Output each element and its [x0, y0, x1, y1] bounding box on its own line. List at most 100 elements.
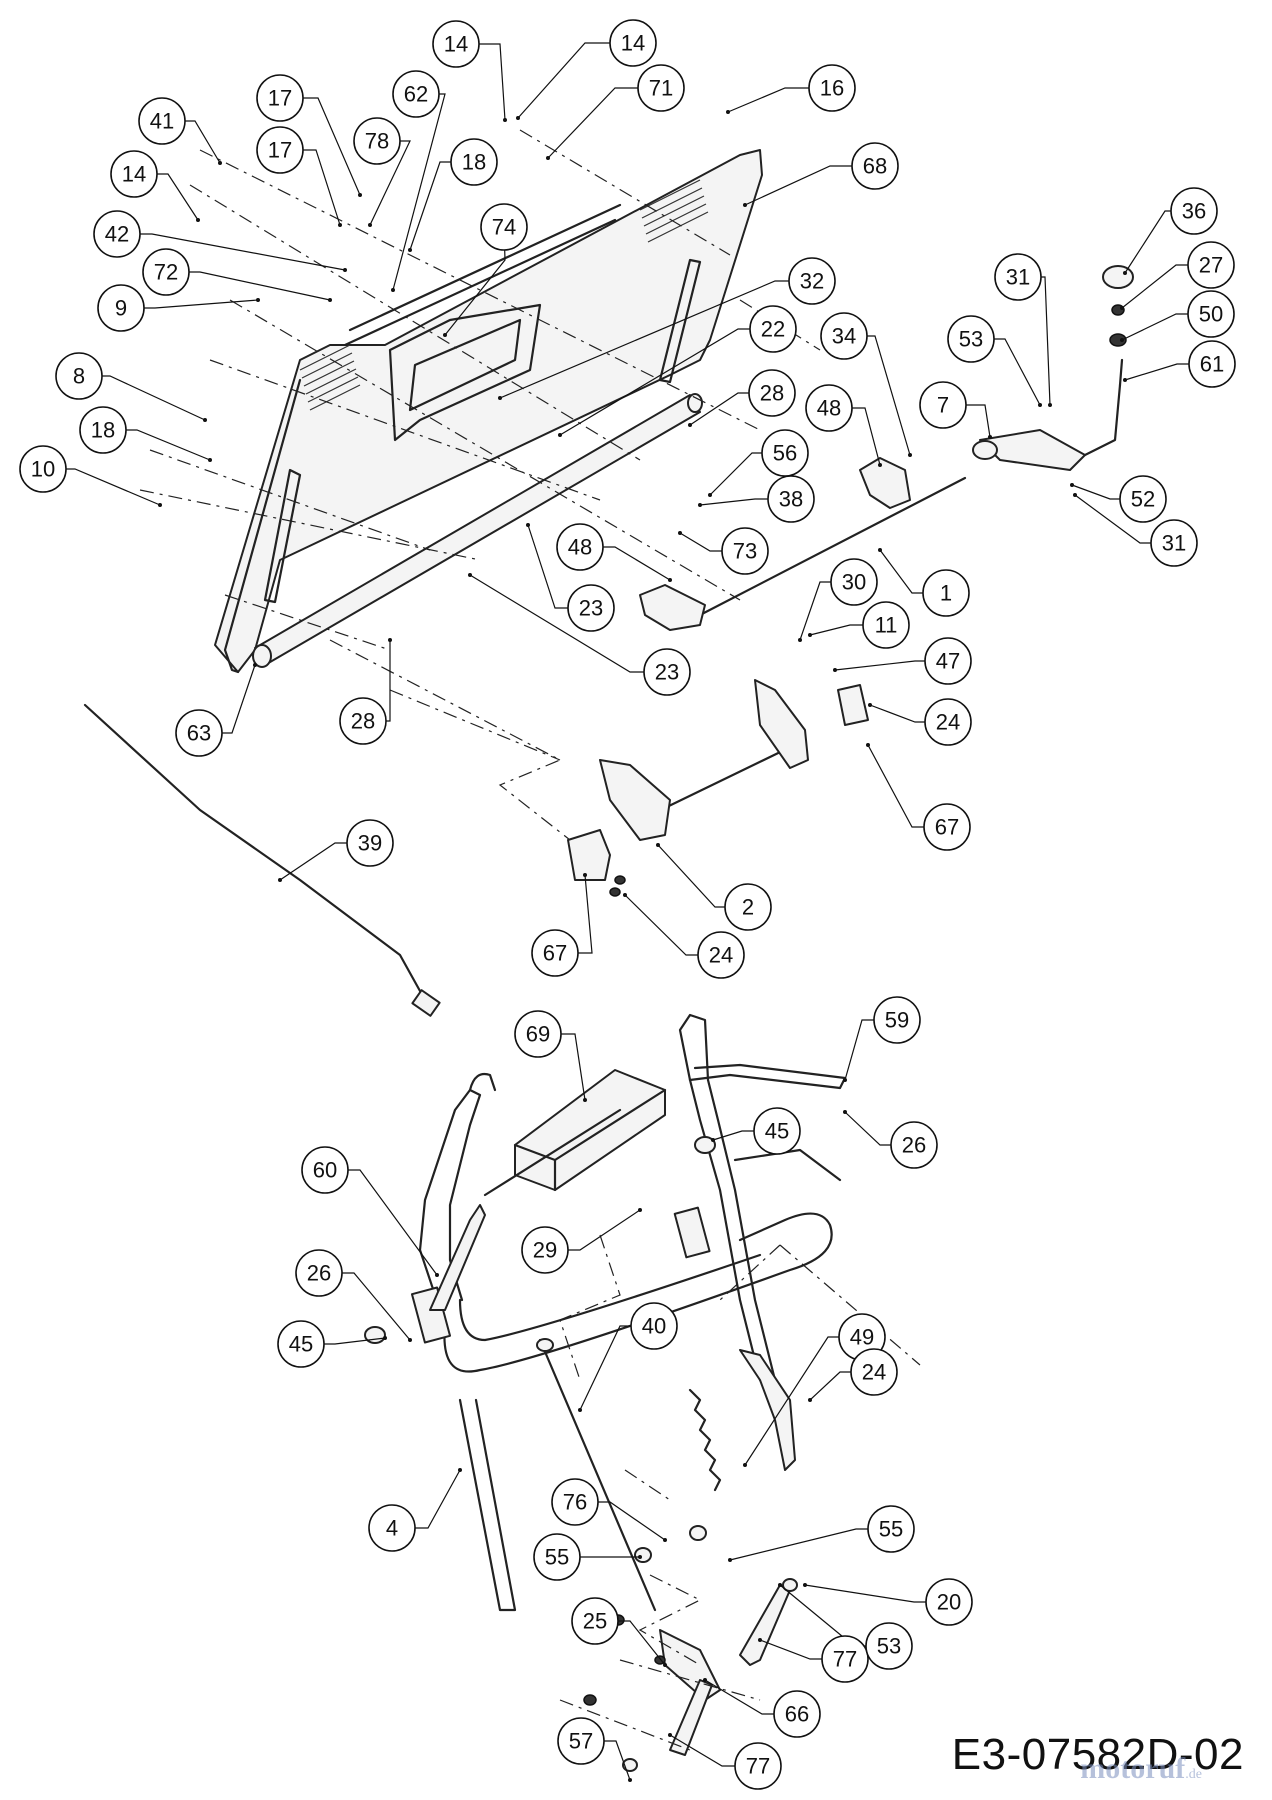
callout-bubble: [749, 305, 797, 353]
callout-bubble: [851, 142, 899, 190]
callout-bubble: [346, 819, 394, 867]
cable: [83, 703, 441, 1017]
callout-34: 34: [820, 312, 868, 360]
callout-73: 73: [721, 527, 769, 575]
callout-leader-tip: [843, 1110, 847, 1114]
callout-bubble: [97, 284, 145, 332]
callout-number: 63: [187, 721, 211, 746]
callout-76: 76: [551, 1478, 599, 1526]
callout-14: 14: [609, 19, 657, 67]
callout-leader-tip: [443, 333, 447, 337]
callout-23: 23: [643, 648, 691, 696]
callout-leader-tip: [516, 116, 520, 120]
callout-leader-tip: [203, 418, 207, 422]
callout-number: 17: [268, 138, 292, 163]
callout-48: 48: [805, 384, 853, 432]
callout-bubble: [1187, 290, 1235, 338]
callout-bubble: [925, 1578, 973, 1626]
callout-number: 36: [1182, 199, 1206, 224]
callout-45: 45: [753, 1107, 801, 1155]
callout-leader-tip: [498, 396, 502, 400]
callout-leader-tip: [778, 1583, 782, 1587]
callout-bubble: [850, 1348, 898, 1396]
callout-31: 31: [1150, 519, 1198, 567]
callout-leader-tip: [678, 531, 682, 535]
callout-number: 16: [820, 76, 844, 101]
callout-bubble: [557, 1717, 605, 1765]
callout-14: 14: [110, 150, 158, 198]
callout-number: 28: [351, 709, 375, 734]
callout-bubble: [867, 1505, 915, 1553]
callout-number: 56: [773, 441, 797, 466]
callout-leader-tip: [803, 1583, 807, 1587]
callout-leader-tip: [878, 463, 882, 467]
callout-28: 28: [748, 369, 796, 417]
callout-leader-tip: [668, 1733, 672, 1737]
callout-number: 24: [936, 710, 960, 735]
rod-and-spring: [536, 1338, 722, 1612]
callout-number: 77: [746, 1754, 770, 1779]
callout-26: 26: [890, 1121, 938, 1169]
callout-bubble: [571, 1597, 619, 1645]
callout-number: 40: [642, 1314, 666, 1339]
callout-25: 25: [571, 1597, 619, 1645]
callout-number: 45: [289, 1332, 313, 1357]
callout-number: 25: [583, 1609, 607, 1634]
callout-45: 45: [277, 1320, 325, 1368]
link-plates: [364, 1136, 798, 1772]
callout-14: 14: [432, 20, 480, 68]
callout-74: 74: [480, 203, 528, 251]
callout-number: 18: [91, 418, 115, 443]
callout-63: 63: [175, 709, 223, 757]
callout-leader-tip: [868, 703, 872, 707]
callout-number: 57: [569, 1729, 593, 1754]
callout-bubble: [1170, 187, 1218, 235]
callout-bubble: [432, 20, 480, 68]
callout-42: 42: [93, 210, 141, 258]
callout-bubble: [19, 445, 67, 493]
callout-4: 4: [368, 1504, 416, 1552]
callout-47: 47: [924, 637, 972, 685]
callout-leader-55: [729, 1528, 891, 1561]
callout-52: 52: [1119, 475, 1167, 523]
callout-59: 59: [873, 996, 921, 1044]
callout-number: 67: [543, 941, 567, 966]
callout-leader-tip: [628, 1778, 632, 1782]
callout-leader-tip: [726, 110, 730, 114]
callout-1: 1: [922, 569, 970, 617]
callout-leader-tip: [558, 433, 562, 437]
callout-18: 18: [79, 406, 127, 454]
frame-plate: [214, 149, 763, 674]
callout-leader-tip: [546, 156, 550, 160]
assembly-lines-lower: [559, 1234, 921, 1751]
callout-bubble: [353, 117, 401, 165]
callout-number: 67: [935, 815, 959, 840]
callout-bubble: [79, 406, 127, 454]
callout-number: 14: [621, 31, 645, 56]
callout-55: 55: [533, 1533, 581, 1581]
lower-shaft-assembly: [567, 679, 869, 897]
callout-bubble: [919, 381, 967, 429]
callout-number: 26: [307, 1261, 331, 1286]
callout-68: 68: [851, 142, 899, 190]
callout-26: 26: [295, 1249, 343, 1297]
callout-bubble: [924, 637, 972, 685]
callout-number: 74: [492, 215, 516, 240]
callout-number: 11: [875, 613, 898, 638]
callout-24: 24: [924, 698, 972, 746]
callout-bubble: [556, 523, 604, 571]
callout-bubble: [947, 315, 995, 363]
callout-10: 10: [19, 445, 67, 493]
callout-leader-tip: [583, 1098, 587, 1102]
callout-bubble: [339, 697, 387, 745]
callout-bubble: [368, 1504, 416, 1552]
callout-number: 49: [850, 1325, 874, 1350]
callout-leader-72: [166, 271, 331, 301]
callout-number: 66: [785, 1702, 809, 1727]
callout-leader-tip: [583, 873, 587, 877]
callout-7: 7: [919, 381, 967, 429]
callout-leader-tip: [1048, 403, 1052, 407]
cross-tube: [252, 393, 703, 668]
callout-leader-tip: [383, 1336, 387, 1340]
